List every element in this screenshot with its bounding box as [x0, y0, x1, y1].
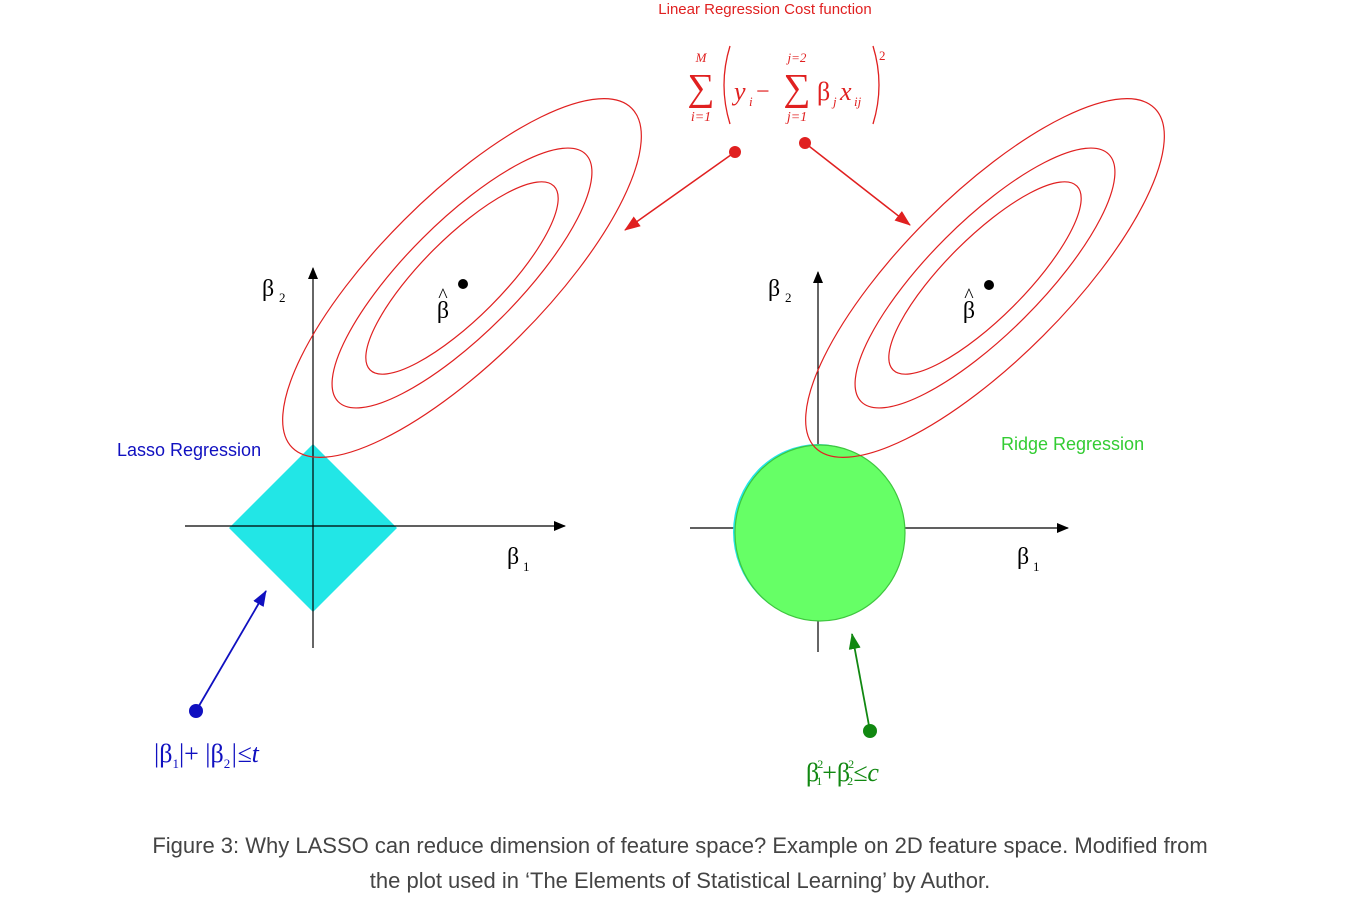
lasso-beta1-label: β: [507, 544, 519, 570]
sum-lower-limit: i=1: [691, 110, 711, 125]
beta-j-symbol: β: [817, 77, 830, 106]
inner-sum-symbol: ∑: [783, 67, 810, 109]
ridge-regression-label: Ridge Regression: [1001, 434, 1144, 454]
lasso-beta-hat-caret: ^: [438, 285, 448, 307]
ridge-contour-middle: [854, 147, 1116, 409]
right-paren: [872, 45, 880, 125]
sum-upper-limit: M: [695, 50, 708, 65]
minus-sign: −: [756, 79, 770, 105]
ridge-constraint-sup-1: 2: [817, 757, 823, 771]
lasso-beta2-label: β: [262, 276, 274, 302]
ridge-constraint-leq-c: ≤c: [853, 758, 879, 787]
lasso-constraint-part-2: |+ |β: [179, 739, 224, 768]
left-formula-arrow: [624, 151, 736, 231]
cost-function-formula: M ∑ i=1 y i − j=2 ∑ j=1 β j x ij 2: [687, 45, 886, 125]
ridge-constraint-sub-1: 1: [816, 774, 822, 788]
ridge-contour-inner: [888, 181, 1082, 375]
lasso-constraint-part-1: |β: [154, 739, 172, 768]
cost-function-title: Linear Regression Cost function: [658, 1, 871, 18]
ridge-constraint-plus-beta: +β: [822, 758, 850, 787]
lasso-constraint-sub-1: 1: [172, 756, 179, 771]
caption-line-2: the plot used in ‘The Elements of Statis…: [369, 868, 991, 893]
lasso-contours: [282, 98, 642, 458]
lasso-beta-hat-label: β: [437, 298, 449, 324]
inner-sum-lower: j=1: [785, 110, 807, 125]
ridge-beta-hat-caret: ^: [964, 285, 974, 307]
lasso-constraint-arrow: [195, 590, 267, 712]
ridge-beta2-subscript: 2: [785, 290, 792, 305]
left-paren: [723, 45, 731, 125]
lasso-constraint-formula: |β1|+ |β2|≤t: [154, 739, 260, 771]
lasso-beta-hat-point: [458, 279, 468, 289]
ridge-beta-hat-point: [984, 280, 994, 290]
y-subscript: i: [749, 94, 753, 109]
x-subscript: ij: [854, 94, 862, 109]
ridge-constraint-sub-2: 2: [847, 774, 853, 788]
power-two: 2: [879, 48, 886, 63]
ridge-beta2-label: β: [768, 276, 780, 302]
x-symbol: x: [839, 77, 852, 106]
inner-sum-upper: j=2: [786, 50, 807, 65]
ridge-beta1-subscript: 1: [1033, 559, 1040, 574]
ridge-constraint-sup-2: 2: [848, 757, 854, 771]
ridge-contours: [805, 98, 1165, 458]
ridge-circle: [734, 444, 906, 622]
right-formula-arrow: [804, 142, 911, 226]
lasso-panel: ^ β β 2 β 1 Lasso Regression |β1|+ |β2|≤…: [117, 98, 642, 771]
sum-symbol: ∑: [687, 67, 714, 109]
beta-j-subscript: j: [831, 94, 837, 109]
y-symbol: y: [731, 77, 746, 106]
lasso-contour-middle: [331, 147, 593, 409]
lasso-contour-outer: [282, 98, 642, 458]
ridge-constraint-beta-1: β: [806, 758, 819, 787]
lasso-beta2-subscript: 2: [279, 290, 286, 305]
lasso-contour-inner: [365, 181, 559, 375]
ridge-beta1-label: β: [1017, 544, 1029, 570]
ridge-contour-outer: [805, 98, 1165, 458]
ridge-constraint-arrow: [848, 633, 871, 732]
lasso-ridge-figure: Linear Regression Cost function M ∑ i=1 …: [117, 1, 1165, 788]
lasso-beta1-subscript: 1: [523, 559, 530, 574]
figure-caption: Figure 3: Why LASSO can reduce dimension…: [60, 828, 1300, 898]
lasso-regression-label: Lasso Regression: [117, 440, 261, 460]
lasso-constraint-part-3: |≤t: [230, 739, 259, 768]
caption-line-1: Figure 3: Why LASSO can reduce dimension…: [152, 833, 1208, 858]
ridge-beta-hat-label: β: [963, 298, 975, 324]
lasso-constraint-sub-2: 2: [224, 756, 231, 771]
